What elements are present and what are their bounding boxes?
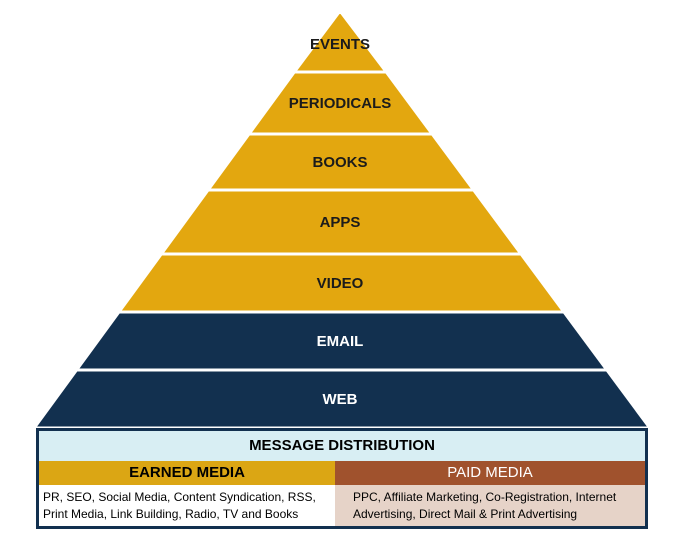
paid-media-header: PAID MEDIA xyxy=(335,461,645,485)
pyramid-layer-events xyxy=(297,14,384,71)
message-distribution-title: MESSAGE DISTRIBUTION xyxy=(249,437,435,454)
pyramid-layer-video xyxy=(121,255,562,311)
pyramid-layer-web xyxy=(37,371,647,427)
pyramid-layer-email xyxy=(79,313,604,369)
message-distribution-box: MESSAGE DISTRIBUTION EARNED MEDIA PAID M… xyxy=(36,428,648,529)
pyramid-layer-label-books: BOOKS xyxy=(312,154,367,171)
paid-media-description: PPC, Affiliate Marketing, Co-Registratio… xyxy=(335,485,645,526)
pyramid-layer-label-periodicals: PERIODICALS xyxy=(289,95,392,112)
earned-media-header: EARNED MEDIA xyxy=(39,461,335,485)
pyramid-layer-label-events: EVENTS xyxy=(310,36,370,53)
pyramid-layer-apps xyxy=(164,191,519,253)
pyramid-layer-periodicals xyxy=(251,73,430,133)
pyramid-layer-books xyxy=(211,135,471,189)
pyramid-layer-label-web: WEB xyxy=(323,391,358,408)
pyramid-layer-label-video: VIDEO xyxy=(317,275,364,292)
earned-media-description: PR, SEO, Social Media, Content Syndicati… xyxy=(39,485,335,526)
pyramid-layers: EVENTS PERIODICALS BOOKS APPS VIDEO EMAIL WEB xyxy=(37,14,647,427)
pyramid-layer-label-email: EMAIL xyxy=(317,333,364,350)
pyramid-layer-label-apps: APPS xyxy=(320,214,361,231)
